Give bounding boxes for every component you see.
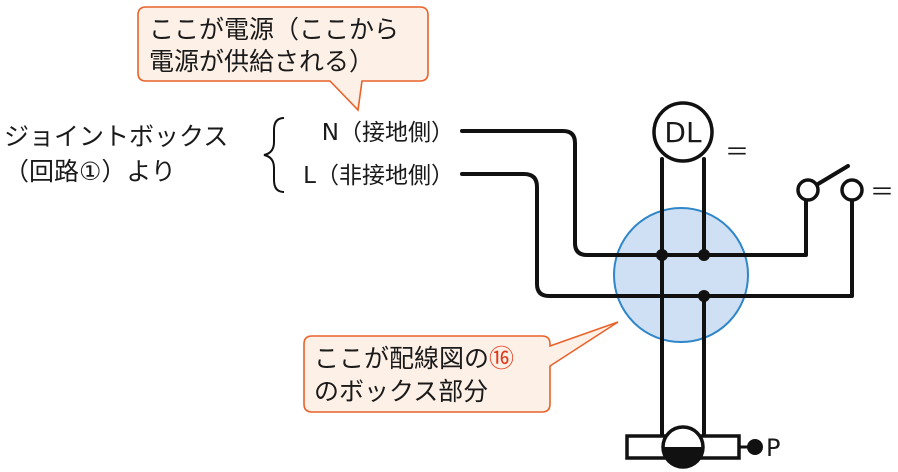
line-wire <box>460 172 854 298</box>
neutral-wire <box>460 129 808 257</box>
switch-lever <box>816 164 850 186</box>
power-callout-line2: 電源が供給される） <box>149 47 374 76</box>
power-callout-bubble <box>137 6 429 112</box>
box-callout-line1: ここが配線図の⑯ <box>314 344 514 373</box>
outlet-label: P <box>766 434 780 462</box>
switch-mark: ＝ <box>870 178 894 206</box>
connection-dot <box>698 249 710 261</box>
connection-dot <box>656 249 668 261</box>
switch-terminal-right <box>840 178 864 202</box>
downlight-symbol <box>652 101 714 163</box>
line-wire-label: L（非接地側） <box>303 163 454 189</box>
downlight-mark: ＝ <box>725 138 749 166</box>
outlet-terminal-dot <box>747 439 763 455</box>
neutral-wire-label: N（接地側） <box>322 120 454 146</box>
downlight-label: DL <box>664 116 702 149</box>
wires <box>460 129 854 438</box>
source-brace <box>263 117 285 193</box>
source-label-line2: （回路①）より <box>4 157 176 186</box>
power-callout-line1: ここが電源（ここから <box>149 15 399 44</box>
source-label-line1: ジョイントボックス <box>4 122 228 151</box>
connection-dots <box>656 249 710 302</box>
box-callout-number: ⑯ <box>489 344 514 373</box>
box-callout-prefix: ここが配線図の <box>314 344 489 373</box>
box-callout-bubble <box>303 321 619 413</box>
outlet-symbol-fill <box>663 447 703 467</box>
junction-box-circle <box>613 207 749 343</box>
connection-dot <box>698 290 710 302</box>
box-callout-line2: のボックス部分 <box>314 377 488 406</box>
switch-terminal-left <box>796 178 820 202</box>
